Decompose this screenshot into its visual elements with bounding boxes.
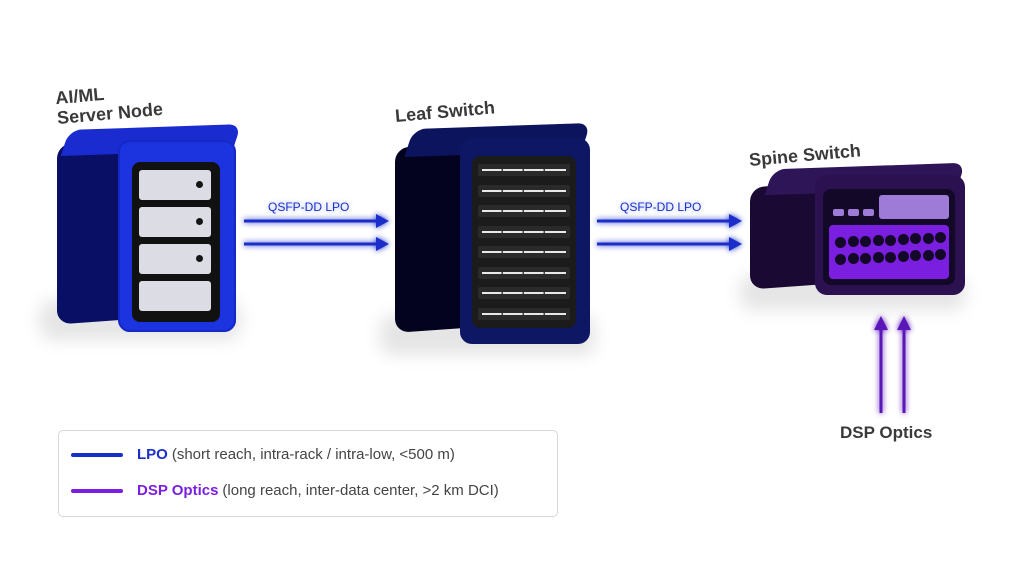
port-panel: [829, 225, 949, 279]
drive-bay: [132, 162, 220, 322]
arrow-head-icon: [376, 237, 389, 251]
port-hole-icon: [860, 235, 871, 247]
port-hole-icon: [897, 234, 909, 245]
lpo-line-swatch-icon: [71, 452, 123, 457]
port-hole-icon: [885, 251, 896, 263]
port-hole-icon: [860, 252, 871, 264]
legend: LPO (short reach, intra-rack / intra-low…: [58, 430, 558, 517]
port-row: [478, 307, 570, 320]
port-hole-icon: [835, 237, 846, 248]
port-row: [478, 164, 570, 176]
port-hole-icon: [885, 234, 896, 246]
port-line: [482, 292, 566, 294]
indicator-icon: [863, 209, 874, 216]
port-line: [482, 312, 566, 315]
port-row: [478, 287, 570, 299]
port-bay: [472, 156, 576, 328]
port-hole-icon: [872, 235, 884, 247]
legend-key: LPO: [137, 446, 168, 463]
indicator-icon: [848, 209, 859, 216]
port-hole-icon: [847, 253, 859, 265]
dsp-arrows-to-spine: [874, 316, 911, 413]
port-line: [482, 189, 566, 192]
dsp-line-swatch-icon: [71, 488, 123, 493]
port-hole-icon: [935, 249, 946, 261]
port-line: [482, 169, 566, 171]
port-hole-icon: [910, 233, 921, 245]
port-hole-icon: [835, 254, 846, 265]
legend-item-dsp: DSP Optics (long reach, inter-data cente…: [71, 482, 499, 499]
arrow-head-icon: [897, 316, 911, 330]
legend-desc: (long reach, inter-data center, >2 km DC…: [222, 482, 499, 499]
port-row: [478, 225, 570, 238]
display-panel: [879, 195, 949, 219]
lpo-arrows-leaf-to-spine: [597, 214, 742, 251]
arrow-head-icon: [376, 214, 389, 228]
led-icon: [196, 181, 203, 188]
indicator-icon: [833, 209, 844, 216]
port-row: [478, 184, 570, 197]
link-label-leaf-spine: QSFP-DD LPO: [620, 200, 702, 214]
port-row: [478, 266, 570, 279]
legend-key: DSP Optics: [137, 482, 219, 499]
port-line: [482, 271, 566, 274]
port-row: [478, 205, 570, 217]
drive: [139, 207, 211, 237]
port-hole-icon: [922, 249, 934, 261]
legend-item-lpo: LPO (short reach, intra-rack / intra-low…: [71, 446, 455, 463]
arrow-head-icon: [729, 237, 742, 251]
drive: [139, 244, 211, 274]
arrow-head-icon: [874, 316, 888, 330]
led-icon: [196, 255, 203, 262]
legend-desc: (short reach, intra-rack / intra-low, <5…: [171, 446, 455, 463]
port-row: [478, 246, 570, 258]
port-line: [482, 210, 566, 212]
port-hole-icon: [847, 236, 859, 248]
led-icon: [196, 218, 203, 225]
port-hole-icon: [935, 232, 946, 244]
port-line: [482, 230, 566, 233]
dsp-optics-label: DSP Optics: [840, 423, 933, 442]
drive: [139, 281, 211, 311]
arrow-head-icon: [729, 214, 742, 228]
port-hole-icon: [910, 250, 921, 262]
port-hole-icon: [872, 252, 884, 264]
drive: [139, 170, 211, 200]
port-hole-icon: [897, 251, 909, 262]
port-hole-icon: [922, 232, 934, 244]
lpo-arrows-server-to-leaf: [244, 214, 389, 251]
link-label-server-leaf: QSFP-DD LPO: [268, 200, 350, 214]
port-line: [482, 251, 566, 253]
